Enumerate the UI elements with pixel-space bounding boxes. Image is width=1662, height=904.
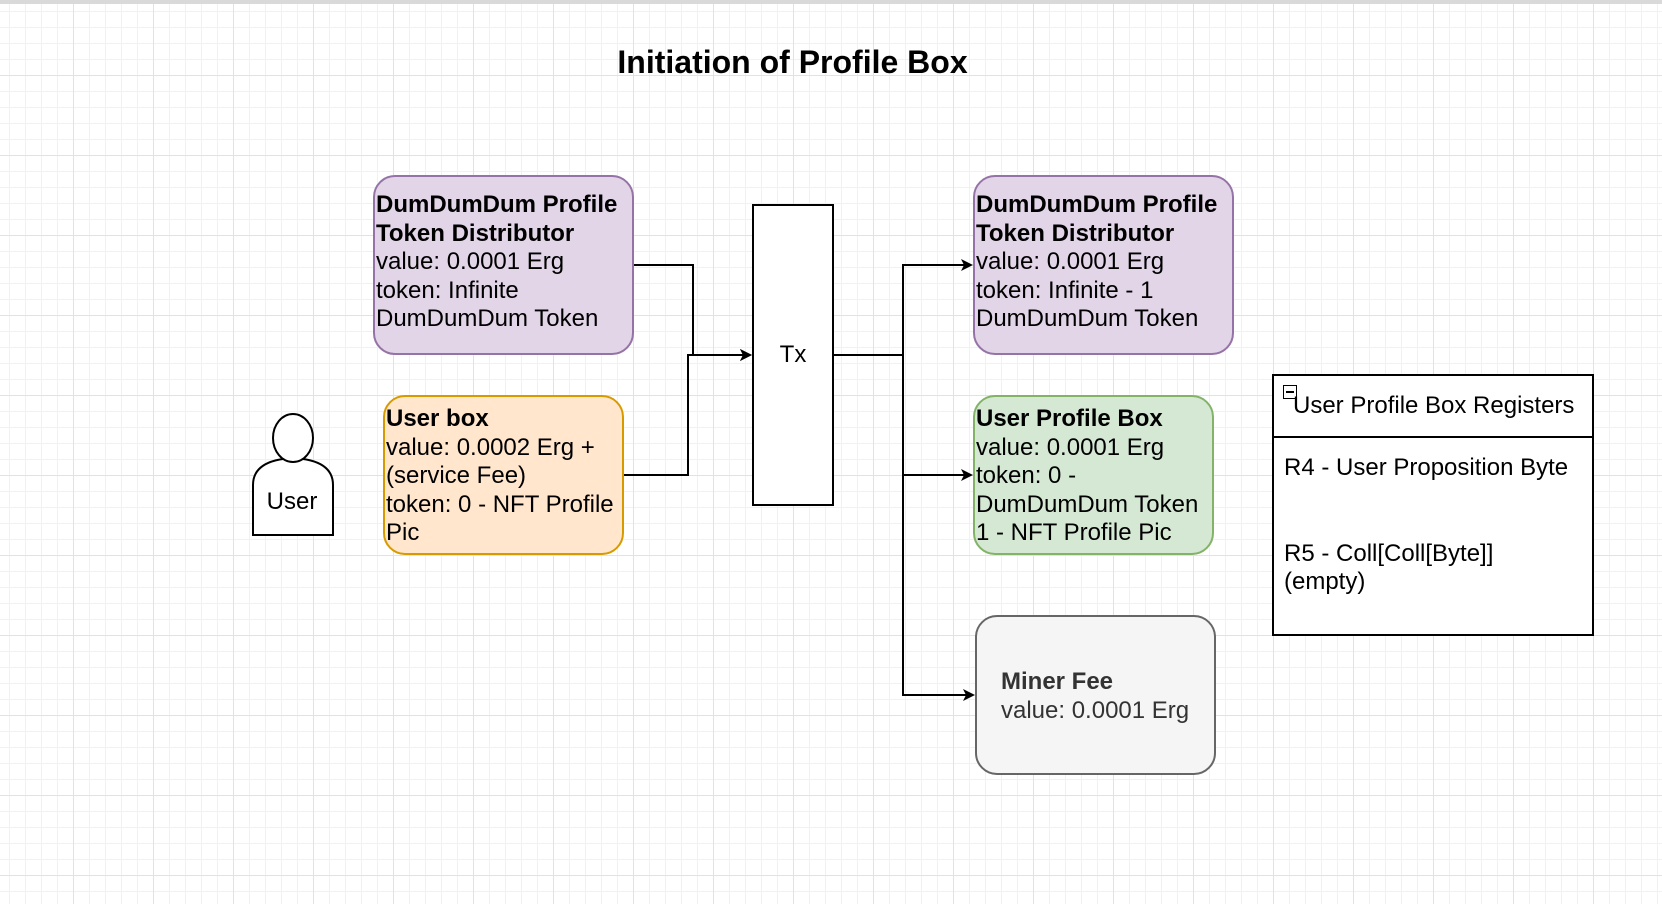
user-actor-label: User xyxy=(266,488,318,515)
input-distributor-token-1: token: Infinite xyxy=(376,276,519,304)
register-r5-line-2: (empty) xyxy=(1284,568,1366,595)
output-distributor-token-1: token: Infinite - 1 xyxy=(976,276,1154,304)
register-r4: R4 - User Proposition Byte xyxy=(1284,454,1569,481)
profile-box-registers[interactable]: User Profile Box Registers R4 - User Pro… xyxy=(1272,374,1594,636)
input-userbox-token-2: Pic xyxy=(386,519,420,546)
edge-tx-to-distributor-out xyxy=(834,259,973,356)
output-profile-box-token-2: DumDumDum Token xyxy=(976,490,1199,518)
output-profile-box-name: User Profile Box xyxy=(976,405,1163,432)
output-profile-box-token-3: 1 - NFT Profile Pic xyxy=(976,519,1172,546)
input-user-box[interactable]: User box value: 0.0002 Erg + (service Fe… xyxy=(383,395,624,555)
output-user-profile-box[interactable]: User Profile Box value: 0.0001 Erg token… xyxy=(973,395,1214,555)
input-userbox-token-1: token: 0 - NFT Profile xyxy=(386,490,614,518)
registers-title: User Profile Box Registers xyxy=(1293,392,1575,419)
edge-userbox-to-tx xyxy=(624,349,752,476)
input-userbox-value-1: value: 0.0002 Erg + xyxy=(386,433,595,461)
edge-distributor-to-tx xyxy=(634,264,752,361)
input-distributor-value: value: 0.0001 Erg xyxy=(376,248,565,275)
input-distributor-name-2: Token Distributor xyxy=(376,219,575,247)
output-profile-box-value: value: 0.0001 Erg xyxy=(976,433,1165,461)
output-distributor-name-1: DumDumDum Profile xyxy=(976,191,1218,218)
output-distributor-token-2: DumDumDum Token xyxy=(976,305,1199,332)
edge-tx-to-miner-fee xyxy=(834,354,975,701)
input-distributor-token-2: DumDumDum Token xyxy=(376,305,599,332)
register-r5-line-1: R5 - Coll[Coll[Byte]] xyxy=(1284,540,1494,567)
output-miner-fee[interactable]: Miner Fee value: 0.0001 Erg xyxy=(975,615,1216,775)
miner-fee-value: value: 0.0001 Erg xyxy=(1001,696,1190,724)
output-distributor-name-2: Token Distributor xyxy=(976,219,1175,247)
user-actor-icon xyxy=(252,413,334,536)
input-userbox-value-2: (service Fee) xyxy=(386,462,527,489)
diagram-title: Initiation of Profile Box xyxy=(617,44,968,80)
transaction-label: Tx xyxy=(779,341,807,368)
miner-fee-name: Miner Fee xyxy=(1001,668,1114,695)
output-profile-box-token-1: token: 0 - xyxy=(976,462,1077,489)
registers-header: User Profile Box Registers xyxy=(1274,376,1592,438)
output-token-distributor[interactable]: DumDumDum Profile Token Distributor valu… xyxy=(973,175,1234,355)
canvas-top-border xyxy=(0,0,1662,4)
transaction-box[interactable]: Tx xyxy=(752,204,834,506)
collapse-icon[interactable] xyxy=(1283,385,1297,399)
output-distributor-value: value: 0.0001 Erg xyxy=(976,248,1165,275)
input-distributor-name-1: DumDumDum Profile xyxy=(376,191,618,218)
input-token-distributor[interactable]: DumDumDum Profile Token Distributor valu… xyxy=(373,175,634,355)
input-userbox-name: User box xyxy=(386,405,489,432)
